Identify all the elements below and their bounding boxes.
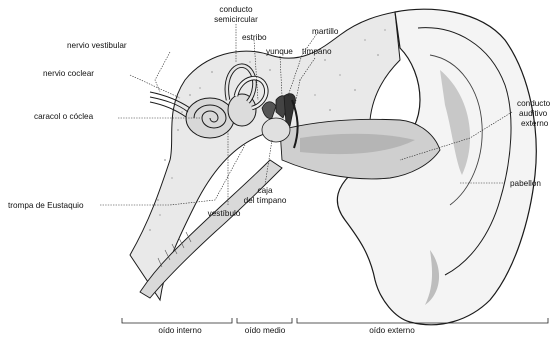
label-conducto-auditivo-2: auditivo (519, 109, 548, 118)
label-conducto-auditivo-3: externo (521, 119, 549, 128)
label-timpano: tímpano (302, 47, 332, 56)
label-caja-1: caja (257, 186, 272, 195)
region-braces (122, 318, 548, 323)
label-conducto-semicircular-1: conducto (219, 5, 253, 14)
label-oido-externo: oído externo (369, 326, 415, 335)
ear-drawing (130, 9, 536, 325)
label-estribo: estribo (242, 33, 267, 42)
label-nervio-vestibular: nervio vestibular (67, 41, 127, 50)
label-pabellon: pabellón (510, 179, 541, 188)
label-trompa: trompa de Eustaquio (8, 201, 84, 210)
label-oido-medio: oído medio (245, 326, 286, 335)
label-oido-interno: oído interno (158, 326, 202, 335)
label-conducto-semicircular-2: semicircular (214, 15, 258, 24)
cochlea (186, 98, 234, 138)
label-caracol: caracol o cóclea (34, 112, 94, 121)
label-conducto-auditivo-1: conducto (517, 99, 551, 108)
label-nervio-coclear: nervio coclear (43, 69, 94, 78)
label-vestibulo: vestíbulo (208, 209, 241, 218)
label-caja-2: del tímpano (244, 196, 287, 205)
label-yunque: yunque (266, 47, 293, 56)
label-martillo: martillo (312, 27, 339, 36)
tympanic-cavity (262, 118, 290, 142)
